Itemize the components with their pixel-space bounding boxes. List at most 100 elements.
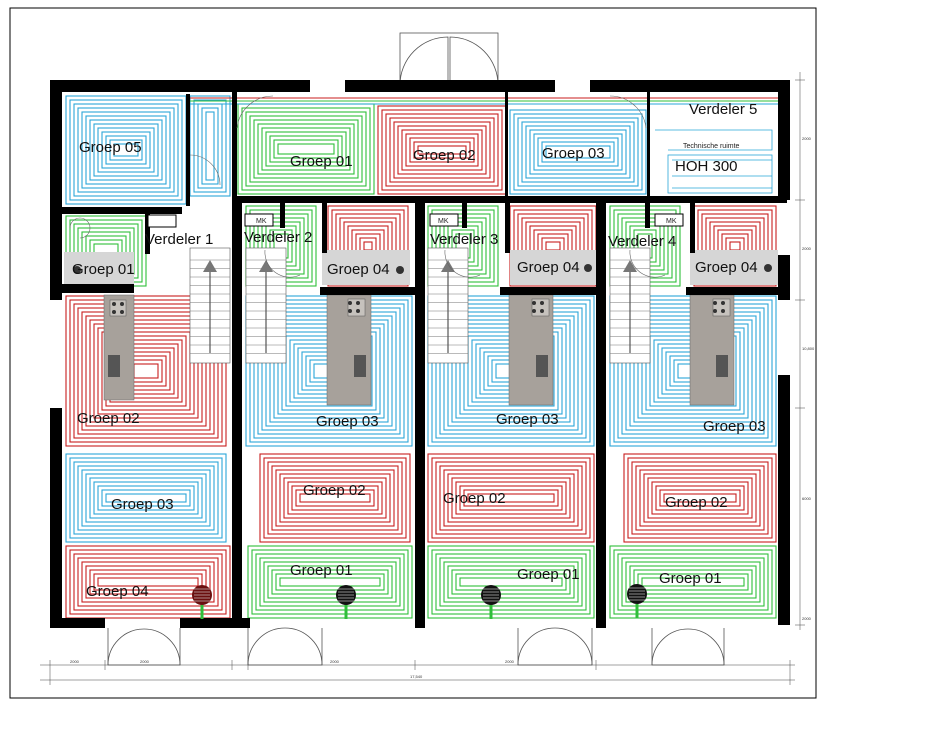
label-u4-groep-02: Groep 02 bbox=[665, 494, 728, 511]
loop-top-groep-01-ring bbox=[269, 135, 343, 163]
drain-icon bbox=[481, 585, 501, 619]
loop-u1-groep-04-ring bbox=[85, 565, 211, 599]
loop-u4-groep-02-ring bbox=[647, 477, 753, 519]
label-u4-groep-03: Groep 03 bbox=[703, 418, 766, 435]
heating-loops bbox=[65, 95, 780, 619]
loop-u1-groep-04-ring bbox=[93, 573, 203, 591]
burner bbox=[112, 310, 116, 314]
loop-top-groep-05-ring bbox=[93, 123, 159, 177]
loop-u2-groep-02-ring bbox=[283, 477, 387, 519]
loop-top-groep-05-ring bbox=[69, 99, 183, 201]
dim-bottom-1: 2000 bbox=[70, 659, 80, 664]
loop-top-groep-03 bbox=[509, 109, 647, 195]
label-u1-groep-03: Groep 03 bbox=[111, 496, 174, 513]
loop-top-groep-01-ring bbox=[265, 131, 347, 167]
label-mk-2: MK bbox=[438, 218, 449, 225]
loop-top-groep-03-ring bbox=[517, 117, 639, 187]
label-u3-groep-03: Groep 03 bbox=[496, 411, 559, 428]
label-u3-groep-02: Groep 02 bbox=[443, 490, 506, 507]
dim-bottom-total: 17,540 bbox=[410, 674, 423, 679]
loop-u2-groep-02-ring bbox=[267, 461, 403, 535]
manifold-boxes bbox=[147, 213, 684, 228]
stair-arrow-icon bbox=[259, 260, 273, 272]
loop-u4-groep-02-ring bbox=[631, 461, 769, 535]
dim-bottom-3: 2000 bbox=[330, 659, 340, 664]
loop-top-groep-02-ring bbox=[397, 125, 487, 175]
loop-top-groep-02 bbox=[377, 105, 507, 195]
loop-u2-groep-01-ring bbox=[279, 577, 381, 587]
loop-u2-groep-01-ring bbox=[259, 557, 401, 607]
label-verdeler-5: Verdeler 5 bbox=[689, 101, 757, 118]
loop-u3-groep-01-ring bbox=[431, 549, 591, 615]
label-u2-groep-03: Groep 03 bbox=[316, 413, 379, 430]
loop-top-groep-03-ring bbox=[529, 129, 627, 175]
loop-top-groep-02-ring bbox=[381, 109, 503, 191]
walls bbox=[50, 80, 790, 628]
loop-u3-groep-02-ring bbox=[443, 469, 579, 527]
sheet-border bbox=[9, 7, 817, 699]
loop-top-groep-02-ring bbox=[385, 113, 499, 187]
valve-dot-icon bbox=[764, 264, 772, 272]
loop-u3-groep-01-ring bbox=[443, 561, 579, 603]
burner bbox=[120, 302, 124, 306]
loop-top-groep-01-ring bbox=[253, 119, 359, 179]
label-u4-groep-04: Groep 04 bbox=[695, 259, 758, 276]
loop-u1-groep-02-ring bbox=[77, 307, 215, 435]
loop-u1-groep-02-ring bbox=[81, 311, 211, 431]
loop-u3-groep-01-ring bbox=[435, 553, 587, 611]
loop-u1-groep-02-ring bbox=[97, 327, 195, 415]
hall-floor-2 bbox=[322, 250, 410, 285]
loop-u1-groep-04-ring bbox=[97, 577, 199, 587]
loop-u4-groep-01-ring bbox=[617, 553, 769, 611]
loop-u4-groep-02-ring bbox=[635, 465, 765, 531]
loop-u1-groep-02-ring bbox=[85, 315, 207, 427]
hob-burners bbox=[112, 301, 725, 314]
burner bbox=[713, 309, 717, 313]
loop-u2-groep-01-ring bbox=[247, 545, 413, 619]
label-u3-groep-01: Groep 01 bbox=[517, 566, 580, 583]
burner bbox=[120, 310, 124, 314]
loop-top-groep-05-ring bbox=[85, 115, 167, 185]
loop-u4-groep-01-ring bbox=[629, 565, 757, 599]
label-u2-groep-01: Groep 01 bbox=[290, 562, 353, 579]
loop-u2-groep-01-ring bbox=[251, 549, 409, 615]
loop-u3-groep-02-ring bbox=[447, 473, 575, 523]
loop-u4-groep-02 bbox=[623, 453, 777, 543]
loop-top-groep-02-ring bbox=[405, 133, 479, 167]
stair-arrow-icon bbox=[623, 260, 637, 272]
burner bbox=[112, 302, 116, 306]
loop-u2-groep-02 bbox=[259, 453, 411, 543]
loop-u1-groep-02-ring bbox=[69, 299, 223, 443]
loop-u2-groep-04 bbox=[327, 205, 409, 287]
label-verdeler-4: Verdeler 4 bbox=[608, 233, 676, 250]
loop-u2-groep-02-ring bbox=[295, 489, 375, 507]
loop-top-groep-03-ring bbox=[537, 137, 619, 167]
text-labels: Verdeler 5 Technische ruimte HOH 300 Gro… bbox=[70, 101, 815, 679]
loop-top-groep-01-ring bbox=[257, 123, 355, 175]
label-top-groep-01: Groep 01 bbox=[290, 153, 353, 170]
drain-icon bbox=[627, 584, 647, 618]
loop-u1-groep-04-ring bbox=[89, 569, 207, 595]
burner bbox=[356, 309, 360, 313]
loop-u2-groep-01-ring bbox=[271, 569, 389, 595]
label-verdeler-3: Verdeler 3 bbox=[430, 231, 498, 248]
valve-dot-icon bbox=[584, 264, 592, 272]
dim-bottom-2: 2000 bbox=[140, 659, 150, 664]
loop-u1-groep-04-ring bbox=[73, 553, 223, 611]
burner bbox=[713, 301, 717, 305]
loop-u4-groep-01-ring bbox=[637, 573, 749, 591]
label-hoh: HOH 300 bbox=[675, 158, 738, 175]
loop-top-groep-03-ring bbox=[513, 113, 643, 191]
loop-u4-groep-01-ring bbox=[641, 577, 745, 587]
floor-valves bbox=[73, 264, 772, 619]
loop-u1-groep-04-ring bbox=[81, 561, 215, 603]
loop-u1-groep-02-ring bbox=[101, 331, 191, 411]
loop-top-feed-1-ring bbox=[193, 99, 227, 193]
loop-u2-groep-02-ring bbox=[279, 473, 391, 523]
loop-u2-groep-02-ring bbox=[271, 465, 399, 531]
loop-top-groep-01-ring bbox=[261, 127, 351, 171]
label-u3-groep-04: Groep 04 bbox=[517, 259, 580, 276]
loop-top-groep-01-ring bbox=[241, 107, 371, 191]
loop-u3-groep-02-ring bbox=[463, 489, 559, 507]
loop-u2-groep-02-ring bbox=[299, 493, 371, 503]
